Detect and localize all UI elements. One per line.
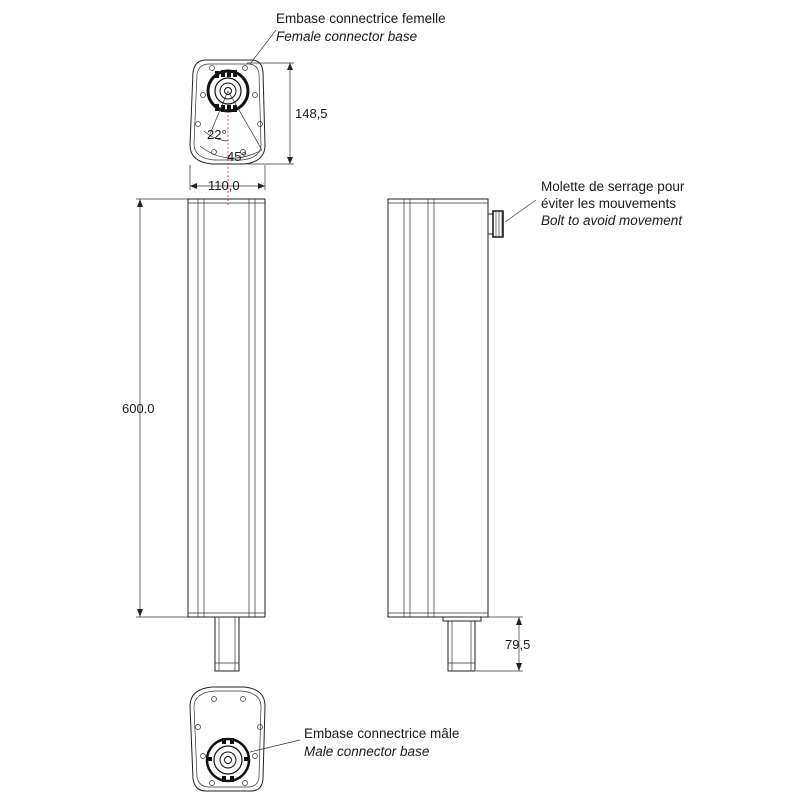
dimension-column-height	[136, 198, 188, 618]
bolt-leader-line	[504, 199, 537, 223]
female-connector-base-view	[189, 59, 266, 165]
dim-pin-length-text: 79,5	[505, 637, 530, 652]
male-label-en: Male connector base	[304, 744, 429, 759]
column-front-view	[187, 198, 266, 672]
female-label-fr: Embase connectrice femelle	[276, 11, 446, 26]
dim-column-height-text: 600.0	[122, 401, 155, 416]
angle-small-text: 22°	[207, 127, 227, 142]
dimension-pin-length	[476, 616, 523, 672]
angle-large-text: 45°	[227, 149, 247, 164]
dim-base-height-text: 148,5	[295, 106, 328, 121]
bolt-label-fr-1: Molette de serrage pour	[541, 179, 685, 194]
dim-base-width-text: 110,0	[208, 178, 240, 193]
bolt-knob	[487, 210, 504, 238]
male-connector-base-view	[189, 686, 266, 792]
dimension-base-height	[247, 62, 294, 165]
dimension-base-width	[189, 165, 266, 190]
female-label-en: Female connector base	[276, 29, 417, 44]
bolt-label-en: Bolt to avoid movement	[541, 213, 683, 228]
male-leader-line	[249, 739, 301, 753]
column-side-view	[387, 198, 489, 672]
bolt-label-fr-2: éviter les mouvements	[541, 196, 676, 211]
female-leader-line	[249, 29, 277, 65]
male-label-fr: Embase connectrice mâle	[304, 726, 459, 741]
